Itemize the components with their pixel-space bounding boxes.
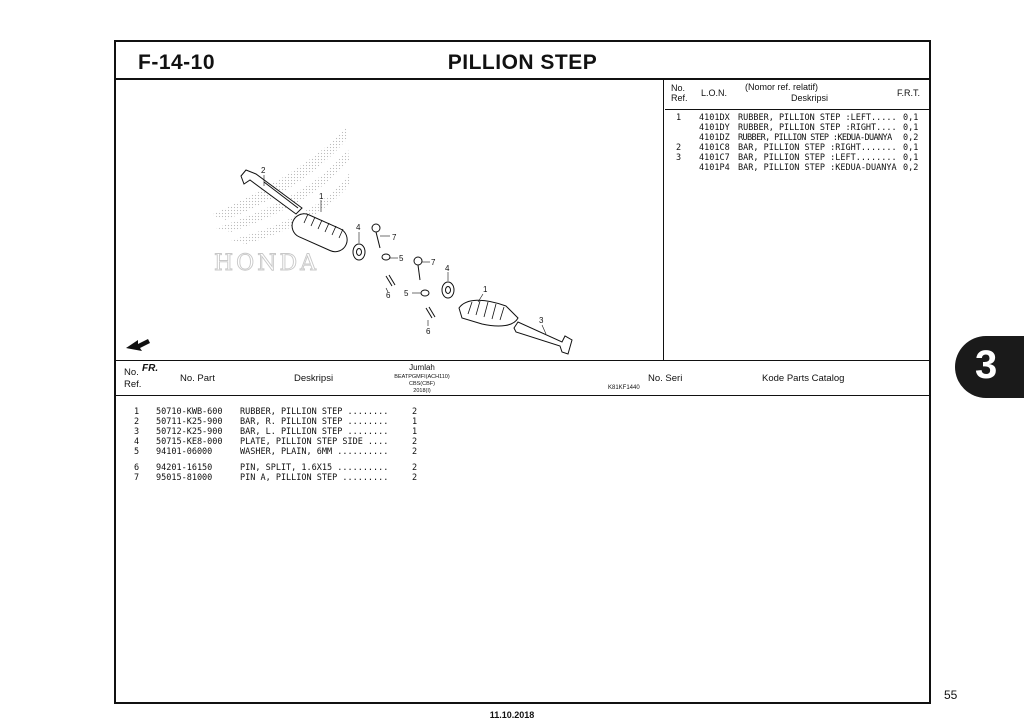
lon-row: 4101P4 BAR, PILLION STEP :KEDUA-DUANYA 0… — [699, 163, 919, 173]
page-title: PILLION STEP — [447, 51, 598, 74]
callout-label: 5 — [404, 289, 409, 298]
lon-row: 3 4101C7 BAR, PILLION STEP :LEFT........… — [676, 153, 919, 163]
bar-right-pillion-step — [240, 169, 303, 215]
lon-table-header: No. Ref. L.O.N. (Nomor ref. relatif) Des… — [665, 80, 929, 110]
col-serial: No. Seri — [648, 373, 683, 384]
callout-label: 7 — [431, 258, 436, 267]
split-pin-upper — [385, 274, 396, 287]
parts-row: 5 94101-06000 WASHER, PLAIN, 6MM .......… — [134, 447, 418, 457]
callout-label: 7 — [392, 233, 397, 242]
split-pin-lower — [425, 306, 436, 319]
parts-row: 6 94201-16150 PIN, SPLIT, 1.6X15 .......… — [134, 463, 418, 473]
honda-wing-logo: HONDA — [211, 128, 350, 276]
col-jumlah: Jumlah — [409, 363, 435, 372]
callout-label: 1 — [483, 285, 488, 294]
front-arrow-icon — [126, 339, 150, 351]
callout-label: 4 — [356, 223, 361, 232]
col-ref: Ref. — [124, 379, 142, 390]
callout-label: 2 — [261, 166, 266, 175]
catalog-page-frame: F-14-10 PILLION STEP HONDA — [114, 40, 931, 704]
model-variant: CBS(CBF) — [409, 381, 435, 387]
parts-row: 3 50712-K25-900 BAR, L. PILLION STEP ...… — [134, 427, 418, 437]
page-number: 55 — [944, 688, 958, 702]
col-part-number: No. Part — [180, 373, 215, 384]
callout-label: 6 — [386, 291, 391, 300]
rubber-pillion-step-upper — [291, 213, 348, 253]
title-bar: F-14-10 PILLION STEP — [116, 42, 929, 80]
pin-a-upper — [371, 223, 381, 249]
front-label: FR. — [142, 363, 159, 374]
col-ref: Ref. — [671, 93, 688, 103]
leader-lines — [263, 175, 547, 335]
col-no: No. — [671, 83, 686, 93]
diagram-drawing: HONDA — [126, 128, 573, 355]
rubber-pillion-step-lower — [458, 299, 519, 327]
pin-a-lower — [413, 256, 423, 281]
model-name: BEATPGMFI(ACH110) — [394, 374, 450, 380]
col-deskripsi: Deskripsi — [791, 93, 829, 103]
washer-lower — [420, 289, 430, 297]
col-lon: L.O.N. — [701, 88, 728, 98]
lon-row: 4101DZ RUBBER, PILLION STEP :KEDUA-DUANY… — [699, 133, 919, 143]
section-tab-number: 3 — [975, 343, 998, 387]
washer-upper — [381, 253, 391, 261]
callout-label: 5 — [399, 254, 404, 263]
col-frt: F.R.T. — [897, 88, 921, 98]
col-description: Deskripsi — [294, 373, 334, 384]
parts-row: 2 50711-K25-900 BAR, R. PILLION STEP ...… — [134, 417, 418, 427]
callout-label: 4 — [445, 264, 450, 273]
lon-row: 1 4101DX RUBBER, PILLION STEP :LEFT.....… — [676, 113, 919, 123]
figure-reference: K81KF1440 — [608, 385, 640, 391]
col-no: No. — [124, 367, 139, 378]
callout-label: 1 — [319, 192, 324, 201]
col-nomor: (Nomor ref. relatif) — [745, 82, 819, 92]
callout-label: 6 — [426, 327, 431, 336]
col-catalog-code: Kode Parts Catalog — [762, 373, 845, 384]
parts-row: 1 50710-KWB-600 RUBBER, PILLION STEP ...… — [134, 407, 418, 417]
lon-row: 2 4101C8 BAR, PILLION STEP :RIGHT.......… — [676, 143, 919, 153]
bar-left-pillion-step — [513, 321, 573, 355]
parts-row: 4 50715-KE8-000 PLATE, PILLION STEP SIDE… — [134, 437, 418, 447]
figure-code: F-14-10 — [138, 51, 216, 74]
lon-row: 4101DY RUBBER, PILLION STEP :RIGHT.... 0… — [699, 123, 919, 133]
footer-date: 11.10.2018 — [489, 710, 535, 720]
exploded-diagram: HONDA — [116, 80, 664, 391]
parts-table-header: No. Ref. No. Part Deskripsi Jumlah BEATP… — [116, 360, 929, 396]
section-tab: 3 — [955, 336, 1024, 398]
callout-label: 3 — [539, 316, 544, 325]
model-year: 2018(I) — [413, 388, 431, 394]
parts-row: 7 95015-81000 PIN A, PILLION STEP ......… — [134, 473, 418, 483]
honda-wordmark: HONDA — [214, 251, 319, 276]
lon-table: No. Ref. L.O.N. (Nomor ref. relatif) Des… — [665, 80, 929, 360]
